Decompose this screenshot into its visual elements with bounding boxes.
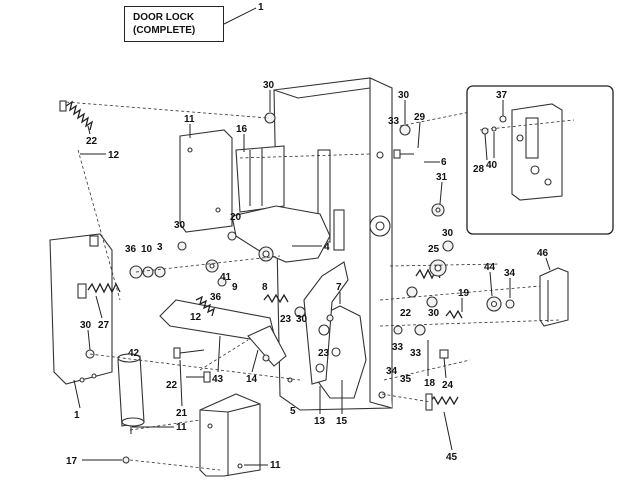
part-47-bracket bbox=[539, 267, 569, 327]
title-line-2: (COMPLETE) bbox=[133, 25, 196, 36]
label-20: 19 bbox=[458, 288, 470, 299]
label-28: 27 bbox=[98, 320, 110, 331]
label-23a: 22 bbox=[86, 136, 98, 147]
spring-24 bbox=[263, 293, 289, 304]
label-21: 20 bbox=[230, 212, 242, 223]
part-43-cylinder bbox=[117, 355, 145, 427]
label-16: 15 bbox=[336, 416, 348, 427]
lock-housing bbox=[273, 77, 393, 411]
part-14-lever bbox=[303, 261, 349, 385]
spring-20 bbox=[445, 309, 463, 320]
label-31e: 30 bbox=[80, 320, 92, 331]
label-3: 1 bbox=[74, 410, 80, 421]
label-33: 31 bbox=[436, 172, 448, 183]
label-34a: 33 bbox=[388, 116, 400, 127]
label-27: 25 bbox=[428, 244, 440, 255]
label-31d: 30 bbox=[442, 228, 454, 239]
label-13a: 12 bbox=[108, 150, 120, 161]
label-29: 28 bbox=[473, 164, 485, 175]
label-17: 16 bbox=[236, 124, 248, 135]
label-45: 44 bbox=[484, 262, 496, 273]
label-34c: 33 bbox=[410, 348, 422, 359]
label-31c: 30 bbox=[174, 220, 186, 231]
label-46: 45 bbox=[446, 452, 458, 463]
label-43: 42 bbox=[128, 348, 140, 359]
label-19: 18 bbox=[424, 378, 436, 389]
label-14: 13 bbox=[314, 416, 326, 427]
inset-box bbox=[466, 85, 614, 235]
part-17-bracket bbox=[235, 145, 285, 213]
alignment-lines bbox=[65, 101, 561, 471]
label-22: 21 bbox=[176, 408, 188, 419]
title-line-1: DOOR LOCK bbox=[133, 12, 195, 23]
label-10: 9 bbox=[232, 282, 238, 293]
part-12-block-bottom bbox=[199, 393, 261, 477]
label-37b: 36 bbox=[210, 292, 222, 303]
label-12a: 11 bbox=[184, 114, 195, 125]
label-4: 3 bbox=[157, 242, 163, 253]
label-34b: 33 bbox=[392, 342, 404, 353]
nuts-and-washers bbox=[85, 112, 515, 464]
label-35b: 34 bbox=[504, 268, 516, 279]
label-25: 24 bbox=[442, 380, 454, 391]
label-42: 41 bbox=[220, 272, 232, 283]
spring-13 bbox=[195, 295, 216, 317]
label-12b: 11 bbox=[176, 422, 187, 433]
title-box: DOOR LOCK (COMPLETE) bbox=[124, 6, 224, 42]
label-12c: 11 bbox=[270, 460, 281, 471]
label-23c: 22 bbox=[400, 308, 412, 319]
part-labels: 1 3 4 5 6 7 8 9 10 11 11 11 12 12 13 14 … bbox=[66, 80, 551, 471]
label-8: 7 bbox=[336, 282, 342, 293]
label-6: 5 bbox=[290, 406, 296, 417]
label-24b: 23 bbox=[318, 348, 330, 359]
label-37a: 36 bbox=[125, 244, 137, 255]
part-12-plate-top bbox=[179, 129, 233, 233]
spring-23-top bbox=[65, 100, 94, 131]
label-35a: 34 bbox=[386, 366, 398, 377]
label-1: 1 bbox=[258, 2, 264, 13]
label-9: 8 bbox=[262, 282, 268, 293]
label-40: 37 bbox=[496, 90, 508, 101]
label-7: 6 bbox=[441, 157, 447, 168]
spring-46 bbox=[429, 395, 459, 406]
label-18: 17 bbox=[66, 456, 78, 467]
label-24a: 23 bbox=[280, 314, 292, 325]
label-30: 29 bbox=[414, 112, 426, 123]
part-5-lever bbox=[231, 205, 331, 263]
label-41: 40 bbox=[486, 160, 498, 171]
label-5: 4 bbox=[324, 242, 330, 253]
bolts bbox=[59, 100, 449, 411]
title-leader bbox=[223, 7, 257, 25]
label-15: 14 bbox=[246, 374, 258, 385]
part-3-plate bbox=[49, 233, 113, 385]
label-44: 43 bbox=[212, 374, 224, 385]
label-23b: 22 bbox=[166, 380, 178, 391]
label-47: 46 bbox=[537, 248, 549, 259]
label-31g: 30 bbox=[428, 308, 440, 319]
label-31f: 30 bbox=[296, 314, 308, 325]
spring-28 bbox=[87, 282, 121, 294]
label-13b: 12 bbox=[190, 312, 202, 323]
label-36: 35 bbox=[400, 374, 412, 385]
label-31a: 30 bbox=[263, 80, 275, 91]
label-11: 10 bbox=[141, 244, 153, 255]
label-31b: 30 bbox=[398, 90, 410, 101]
